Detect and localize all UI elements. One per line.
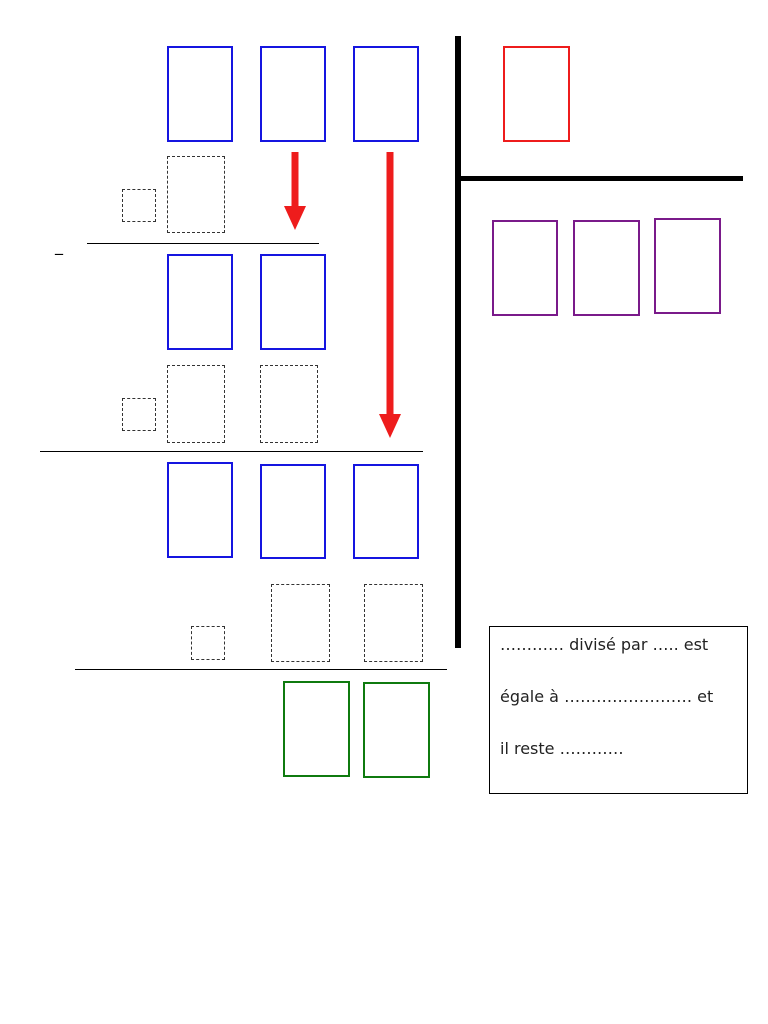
minus-sign: _ — [55, 236, 63, 255]
quotient-digit-box-2[interactable] — [573, 220, 640, 316]
carry-box-1[interactable] — [122, 189, 156, 222]
dividend-digit-box-1[interactable] — [167, 46, 233, 142]
result-sentence-box: ………… divisé par ….. est égale à ……………………… — [489, 626, 748, 794]
dividend-digit-box-2[interactable] — [260, 46, 326, 142]
dividend-digit-box-3[interactable] — [353, 46, 419, 142]
partial-remainder-box-2[interactable] — [260, 254, 326, 350]
subtract-digit-box-3[interactable] — [260, 365, 318, 443]
bring-down-arrow-long — [379, 152, 401, 438]
subtraction-line-2 — [40, 451, 423, 452]
division-bracket-vertical — [455, 36, 461, 648]
sentence-line-1: ………… divisé par ….. est — [500, 635, 709, 654]
bring-down-arrow-short — [284, 152, 306, 230]
subtract-digit-box-2[interactable] — [167, 365, 225, 443]
partial-remainder-box-1[interactable] — [167, 254, 233, 350]
subtract-digit-box-5[interactable] — [364, 584, 423, 662]
partial-remainder-box-3[interactable] — [167, 462, 233, 558]
subtraction-line-1 — [87, 243, 319, 244]
partial-remainder-box-4[interactable] — [260, 464, 326, 559]
sentence-line-3: il reste ………… — [500, 739, 624, 758]
quotient-digit-box-3[interactable] — [654, 218, 721, 314]
sentence-line-2: égale à …………………… et — [500, 687, 714, 706]
subtract-digit-box-4[interactable] — [271, 584, 330, 662]
subtract-digit-box-1[interactable] — [167, 156, 225, 233]
remainder-digit-box-1[interactable] — [283, 681, 350, 777]
carry-box-3[interactable] — [191, 626, 225, 660]
remainder-digit-box-2[interactable] — [363, 682, 430, 778]
subtraction-line-3 — [75, 669, 447, 670]
quotient-digit-box-1[interactable] — [492, 220, 558, 316]
partial-remainder-box-5[interactable] — [353, 464, 419, 559]
division-bracket-horizontal — [458, 176, 743, 181]
carry-box-2[interactable] — [122, 398, 156, 431]
divisor-digit-box[interactable] — [503, 46, 570, 142]
